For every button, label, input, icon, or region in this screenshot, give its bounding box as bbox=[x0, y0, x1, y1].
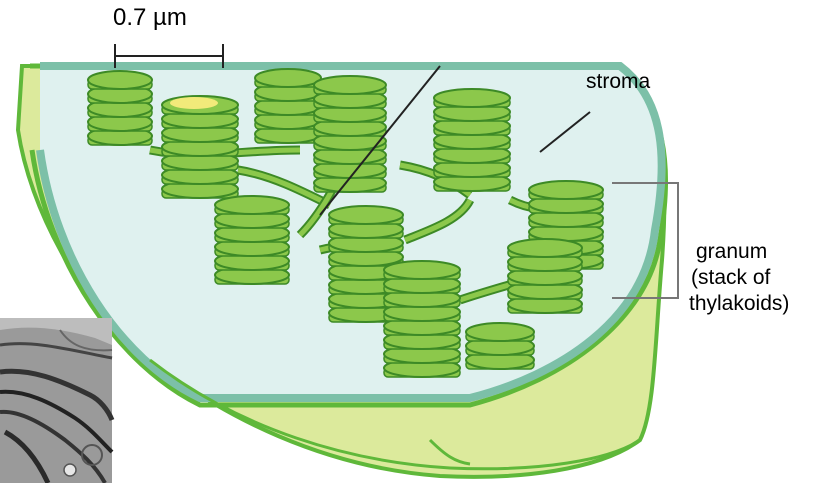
thylakoid-lumen bbox=[170, 97, 218, 109]
thylakoid-disc bbox=[314, 76, 386, 94]
thylakoid-disc bbox=[466, 323, 534, 341]
stroma-label: stroma bbox=[586, 70, 650, 94]
thylakoid-disc bbox=[88, 71, 152, 89]
thylakoid-disc bbox=[329, 206, 403, 224]
granum-label-line-1: granum bbox=[696, 240, 767, 264]
granum bbox=[88, 71, 152, 145]
micrograph-thumbnail bbox=[0, 318, 112, 483]
granum bbox=[434, 89, 510, 191]
scale-bar-label: 0.7 µm bbox=[113, 6, 187, 30]
thylakoid-disc bbox=[529, 181, 603, 199]
granum-label-line-2: (stack of bbox=[691, 266, 770, 290]
thylakoid-disc bbox=[384, 261, 460, 279]
thylakoid-disc bbox=[215, 196, 289, 214]
granum bbox=[162, 96, 238, 198]
granum bbox=[314, 76, 386, 192]
granum-label-line-3: thylakoids) bbox=[689, 292, 789, 316]
granum bbox=[384, 261, 460, 377]
thylakoid-disc bbox=[508, 239, 582, 257]
granum bbox=[466, 323, 534, 369]
granum bbox=[508, 239, 582, 313]
granum bbox=[255, 69, 321, 143]
thylakoid-disc bbox=[434, 89, 510, 107]
thylakoid-disc bbox=[255, 69, 321, 87]
granum bbox=[215, 196, 289, 284]
